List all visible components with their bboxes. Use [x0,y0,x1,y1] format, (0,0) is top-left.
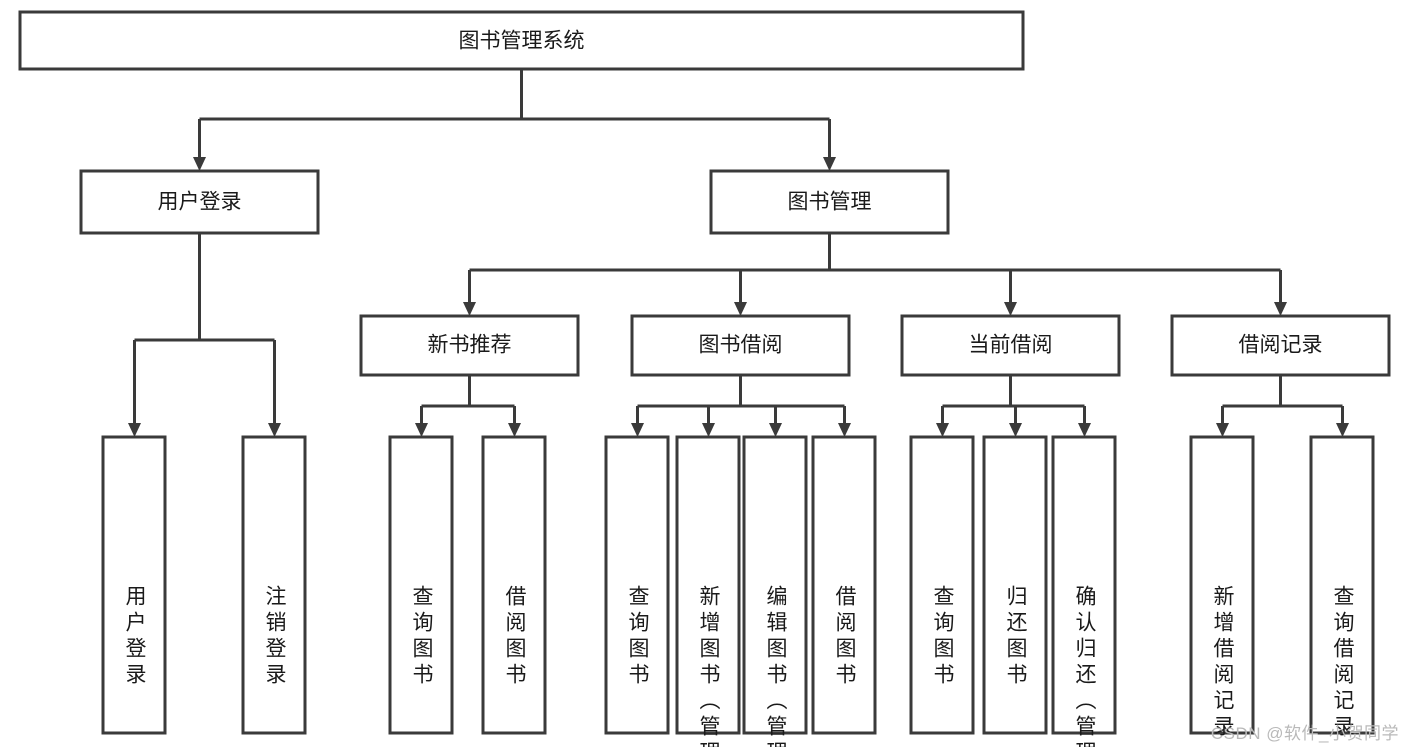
node-leaf-confirm-return-box[interactable] [1051,435,1117,735]
arrowhead-leaf-query-book-1 [415,423,428,437]
arrowhead-current-borrow [1004,302,1017,316]
node-new-book-rec[interactable]: 新书推荐 [359,314,580,377]
node-leaf-borrow-book-2-box[interactable] [811,435,877,735]
node-root-box[interactable] [18,10,1025,71]
arrowhead-leaf-borrow-book-1 [508,423,521,437]
node-book-manage-label: 图书管理 [788,191,872,214]
arrowhead-book-manage [823,157,836,171]
node-leaf-confirm-return[interactable]: 确认归还（管理员） [1051,435,1117,747]
node-leaf-query-book-1[interactable]: 查询图书 [388,435,454,735]
node-root[interactable]: 图书管理系统 [18,10,1025,71]
node-leaf-query-book-3[interactable]: 查询图书 [909,435,975,735]
node-leaf-user-login-box[interactable] [101,435,167,735]
node-leaf-return-book[interactable]: 归还图书 [982,435,1048,735]
node-leaf-logout[interactable]: 注销登录 [241,435,307,735]
node-leaf-add-record-box[interactable] [1189,435,1255,735]
node-current-borrow[interactable]: 当前借阅 [900,314,1121,377]
node-leaf-add-record-label: 新增借阅记录 [1211,585,1235,741]
node-root-label: 图书管理系统 [459,30,585,53]
node-leaf-add-book[interactable]: 新增图书（管理员） [675,435,741,747]
node-leaf-query-book-3-box[interactable] [909,435,975,735]
arrowhead-leaf-confirm-return [1078,423,1091,437]
connector-group-current-borrow [936,375,1091,437]
node-leaf-edit-book[interactable]: 编辑图书（管理员） [742,435,808,747]
connector-group-borrow-record [1216,375,1349,437]
node-current-borrow-label: 当前借阅 [969,334,1053,357]
node-borrow-record[interactable]: 借阅记录 [1170,314,1391,377]
arrowhead-leaf-add-record [1216,423,1229,437]
node-leaf-query-record[interactable]: 查询借阅记录 [1309,435,1375,741]
node-leaf-query-record-box[interactable] [1309,435,1375,735]
arrowhead-book-borrow [734,302,747,316]
node-leaf-add-record[interactable]: 新增借阅记录 [1189,435,1255,741]
connector-group-user-login [128,233,281,437]
node-user-login-label: 用户登录 [158,191,242,214]
node-book-manage-box[interactable] [709,169,950,235]
node-book-borrow[interactable]: 图书借阅 [630,314,851,377]
arrowhead-leaf-logout [268,423,281,437]
node-book-borrow-box[interactable] [630,314,851,377]
node-new-book-rec-label: 新书推荐 [428,334,512,357]
arrowhead-leaf-add-book [702,423,715,437]
node-leaf-edit-book-box[interactable] [742,435,808,735]
node-leaf-query-book-1-box[interactable] [388,435,454,735]
node-borrow-record-box[interactable] [1170,314,1391,377]
arrowhead-leaf-query-book-3 [936,423,949,437]
node-leaf-query-book-2[interactable]: 查询图书 [604,435,670,735]
node-leaf-borrow-book-2-label: 借阅图书 [833,585,857,689]
node-user-login[interactable]: 用户登录 [79,169,320,235]
node-leaf-add-book-label: 新增图书（管理员） [697,585,721,747]
node-leaf-query-book-2-box[interactable] [604,435,670,735]
arrowhead-leaf-edit-book [769,423,782,437]
connector-group-book-manage [463,233,1287,316]
node-leaf-logout-label: 注销登录 [263,585,287,689]
node-leaf-confirm-return-label: 确认归还（管理员） [1073,585,1097,747]
node-current-borrow-box[interactable] [900,314,1121,377]
arrowhead-new-book-rec [463,302,476,316]
arrowhead-leaf-return-book [1009,423,1022,437]
arrowhead-user-login [193,157,206,171]
node-leaf-query-book-3-label: 查询图书 [931,585,955,689]
connector-group-new-book-rec [415,375,521,437]
node-new-book-rec-box[interactable] [359,314,580,377]
node-leaf-return-book-box[interactable] [982,435,1048,735]
node-leaf-user-login-label: 用户登录 [123,585,147,689]
arrowhead-leaf-borrow-book-2 [838,423,851,437]
node-leaf-query-record-label: 查询借阅记录 [1331,585,1355,741]
node-leaf-return-book-label: 归还图书 [1004,585,1028,689]
arrowhead-leaf-user-login [128,423,141,437]
node-book-manage[interactable]: 图书管理 [709,169,950,235]
node-leaf-user-login[interactable]: 用户登录 [101,435,167,735]
arrowhead-leaf-query-record [1336,423,1349,437]
node-leaf-query-book-2-label: 查询图书 [626,585,650,689]
node-book-borrow-label: 图书借阅 [699,334,783,357]
arrowhead-leaf-query-book-2 [631,423,644,437]
node-borrow-record-label: 借阅记录 [1239,334,1323,357]
connector-group-book-borrow [631,375,851,437]
node-leaf-edit-book-label: 编辑图书（管理员） [764,585,788,747]
node-leaf-borrow-book-2[interactable]: 借阅图书 [811,435,877,735]
connector-group-root [193,69,836,171]
node-leaf-add-book-box[interactable] [675,435,741,735]
node-user-login-box[interactable] [79,169,320,235]
node-leaf-query-book-1-label: 查询图书 [410,585,434,689]
node-leaf-borrow-book-1-box[interactable] [481,435,547,735]
node-leaf-borrow-book-1-label: 借阅图书 [503,585,527,689]
node-leaf-logout-box[interactable] [241,435,307,735]
node-leaf-borrow-book-1[interactable]: 借阅图书 [481,435,547,735]
arrowhead-borrow-record [1274,302,1287,316]
